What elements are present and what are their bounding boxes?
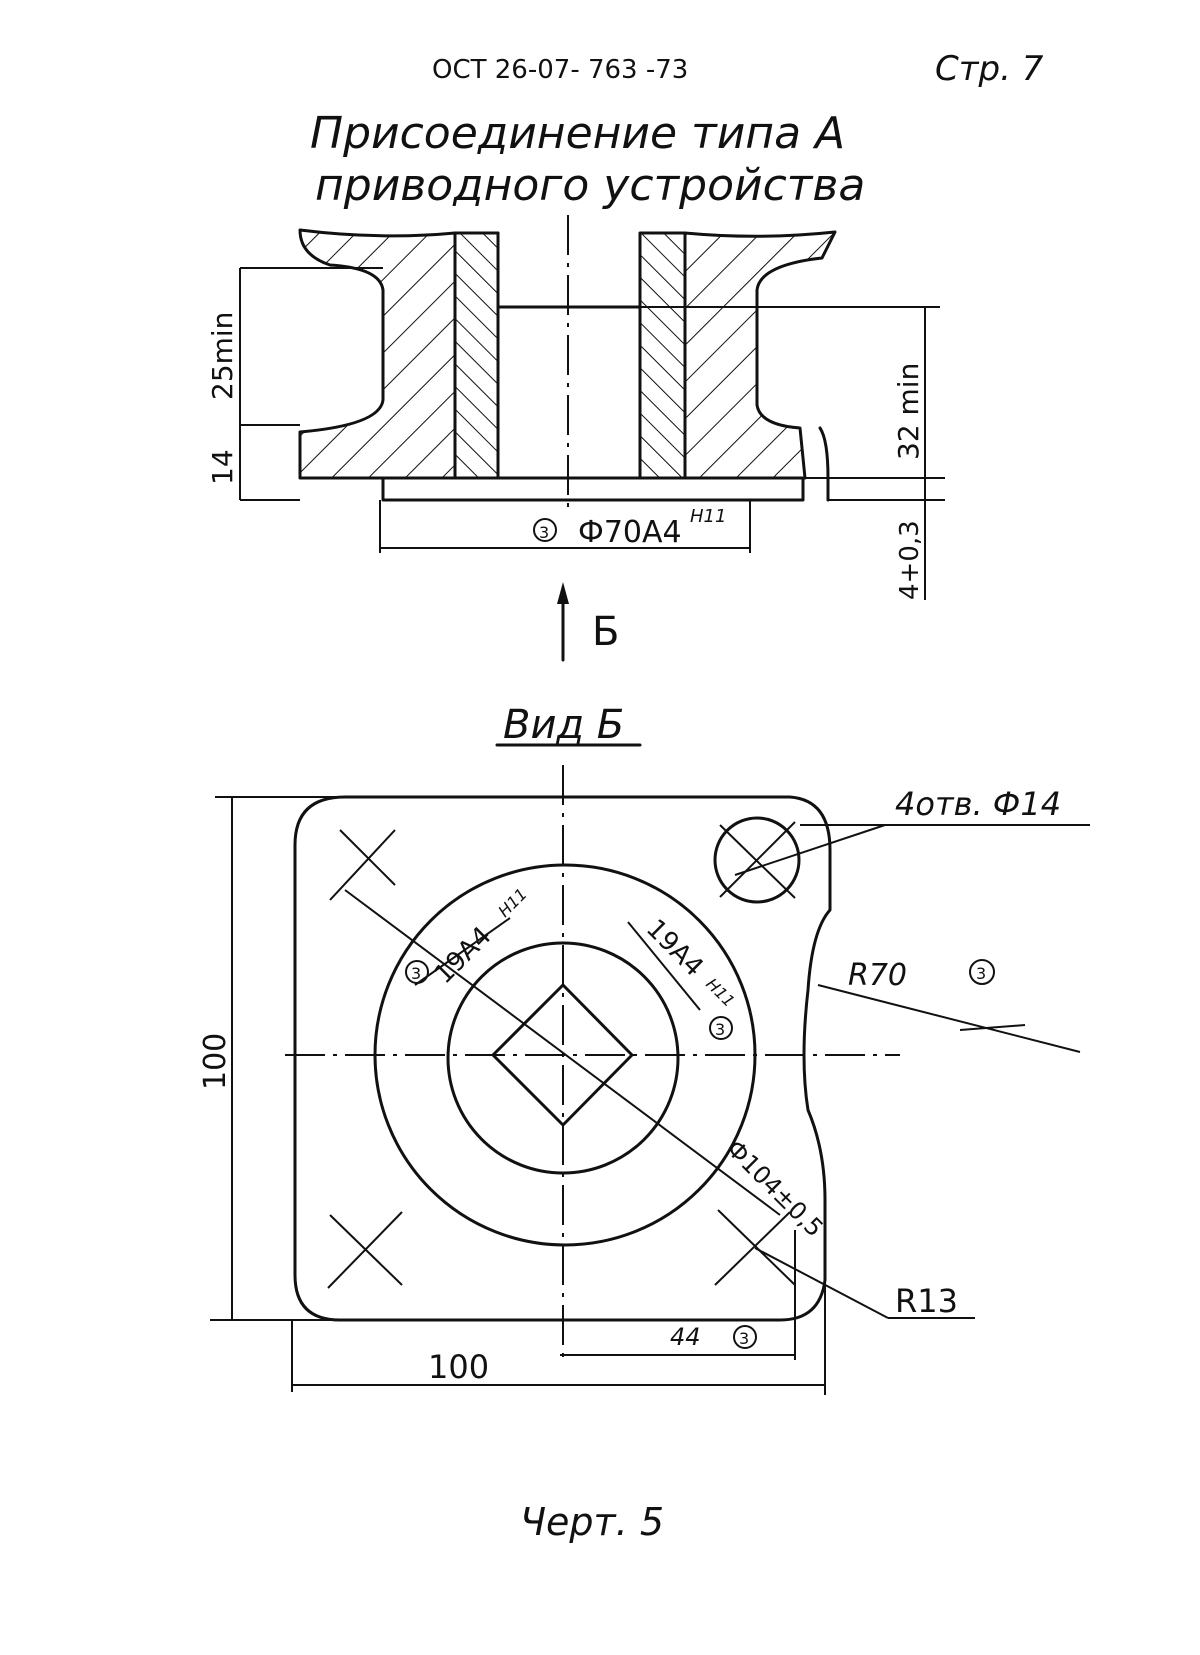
plan-view	[210, 765, 1090, 1395]
note-mark-right: 3	[715, 1020, 725, 1039]
note-mark-circle	[405, 960, 429, 984]
dim-44: 44	[670, 1323, 701, 1351]
standard-number: ОСТ 26-07- 763 -73	[432, 55, 688, 85]
fit-h11-right: H11	[702, 974, 738, 1010]
dim-4-tolerance: 4+0,3	[895, 520, 925, 600]
holes-label: 4отв. Ф14	[895, 785, 1061, 823]
dim-32min: 32 min	[892, 363, 925, 460]
dim-100-vertical: 100	[198, 1033, 233, 1090]
dim-14: 14	[206, 449, 239, 485]
note-mark: 3	[539, 523, 549, 542]
dim-19-left: 19А4	[429, 921, 498, 990]
note-mark-44: 3	[739, 1329, 749, 1348]
view-title: Вид Б	[503, 702, 624, 748]
view-arrow-head	[557, 582, 569, 604]
title-line-1: Присоединение типа А	[310, 108, 845, 159]
note-mark-circle	[969, 959, 995, 985]
r13-label: R13	[895, 1282, 958, 1320]
section-view	[239, 215, 945, 600]
fit-h11-left: H11	[494, 884, 530, 920]
dim-phi70: Ф70А4	[578, 515, 682, 550]
note-mark-circle	[709, 1016, 733, 1040]
dim-25min: 25min	[206, 312, 239, 400]
note-mark-circle	[733, 1325, 757, 1349]
view-arrow-label: Б	[592, 609, 619, 655]
figure-caption: Черт. 5	[520, 1500, 664, 1544]
note-mark-r70: 3	[976, 964, 986, 983]
note-mark-left: 3	[411, 964, 421, 983]
r70-label: R70	[848, 958, 907, 993]
fit-h11: H11	[690, 506, 726, 527]
title-line-2: приводного устройства	[315, 160, 865, 211]
page-number: Стр. 7	[935, 49, 1044, 89]
note-mark-circle	[533, 518, 557, 542]
dim-100-horizontal: 100	[428, 1348, 489, 1386]
